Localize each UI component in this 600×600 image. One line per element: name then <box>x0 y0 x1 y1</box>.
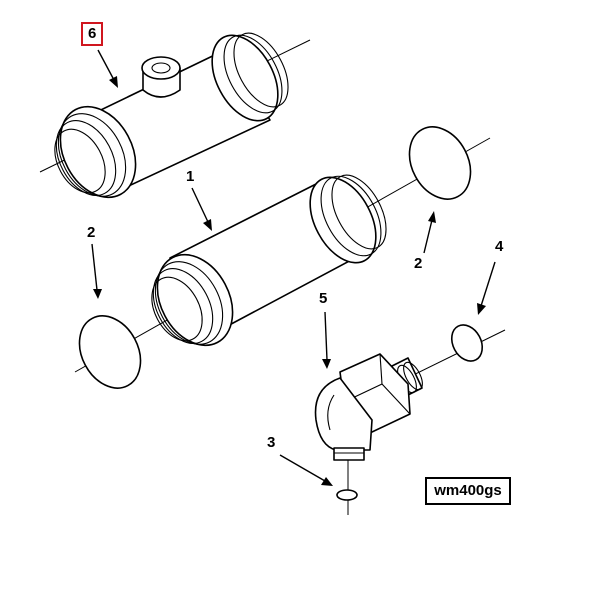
callout-4: 4 <box>495 238 504 255</box>
callout-2-right: 2 <box>414 255 423 272</box>
callout-3: 3 <box>267 434 276 451</box>
pipe-nipple-part-1 <box>74 137 491 373</box>
callout-5: 5 <box>319 290 328 307</box>
gasket-part-2-right <box>408 126 472 200</box>
elbow-fitting-part-5 <box>314 353 423 515</box>
callout-2-left: 2 <box>87 224 96 241</box>
tee-fitting-part-6 <box>39 32 311 199</box>
gasket-part-2-left <box>78 315 142 389</box>
callout-1: 1 <box>186 168 195 185</box>
figure-id-label: wm400gs <box>425 477 511 505</box>
callout-6: 6 <box>81 22 104 46</box>
leader-arrows <box>91 49 496 486</box>
o-ring-part-3 <box>336 489 358 501</box>
